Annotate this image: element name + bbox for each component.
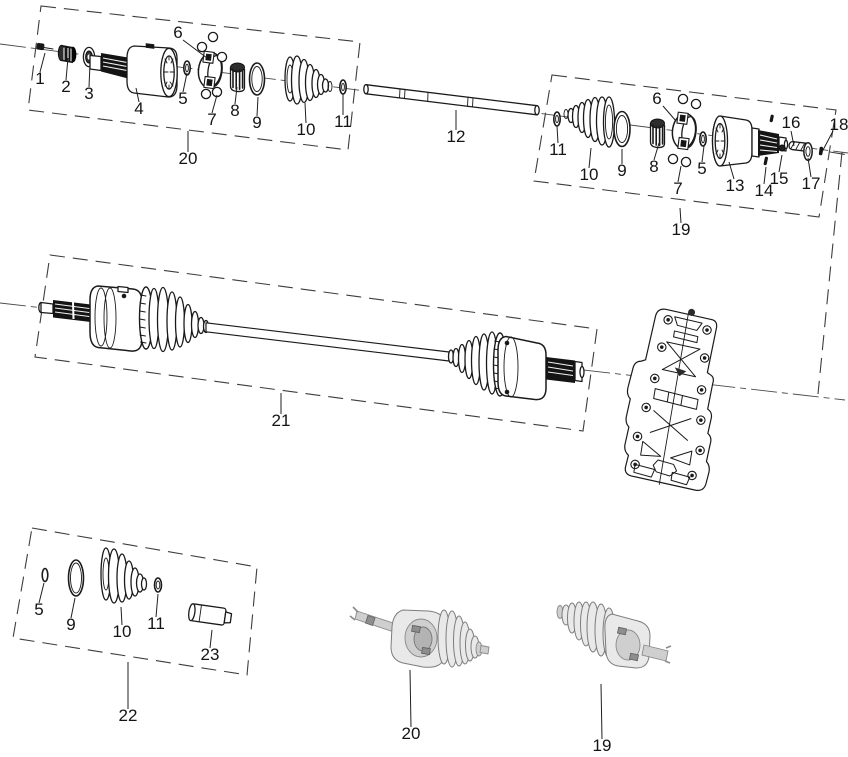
part-label-17: 17 xyxy=(802,174,821,193)
part-2-nut xyxy=(57,44,77,64)
part-label-6: 6 xyxy=(173,23,182,42)
callout-leaders xyxy=(38,39,834,740)
part-label-1: 1 xyxy=(35,69,44,88)
part-7r-balls xyxy=(667,93,702,168)
part-11-clamp-ring xyxy=(338,79,347,95)
assembled-label-20: 20 xyxy=(402,724,421,743)
part-label-11k: 11 xyxy=(147,614,165,633)
part-label-6r: 6 xyxy=(652,89,661,108)
part-label-9r: 9 xyxy=(617,161,626,180)
part-label-7: 7 xyxy=(207,110,216,129)
group-box-22 xyxy=(12,527,258,676)
group-box-21 xyxy=(34,254,598,432)
part-4-outer-joint-housing xyxy=(89,43,178,98)
part-11r-clamp-ring xyxy=(552,111,561,127)
part-label-2: 2 xyxy=(61,77,70,96)
part-5r-ring xyxy=(698,131,707,147)
part-10-boot xyxy=(284,55,333,105)
part-label-23: 23 xyxy=(201,645,220,664)
group-label-22: 22 xyxy=(119,706,138,725)
part-label-10r: 10 xyxy=(580,165,599,184)
part-17-washer xyxy=(803,141,813,162)
part-10k-boot xyxy=(100,547,148,604)
part-8-inner-race xyxy=(229,62,246,93)
assembled-inner-joint xyxy=(556,601,672,669)
part-label-8: 8 xyxy=(230,101,239,120)
part-label-12: 12 xyxy=(447,127,466,146)
part-label-5k: 5 xyxy=(34,600,43,619)
group-box-20 xyxy=(27,5,361,151)
part-5k-ring xyxy=(41,567,49,583)
group-label-20: 20 xyxy=(179,149,198,168)
part-label-18: 18 xyxy=(830,115,848,134)
part-9r-circlip xyxy=(613,110,631,148)
assembled-outer-joint xyxy=(349,606,490,668)
part-6-cage xyxy=(197,50,223,90)
part-label-11r: 11 xyxy=(549,140,567,159)
part-21-axle-assembly xyxy=(38,285,585,401)
part-label-13: 13 xyxy=(726,176,745,195)
part-1-pin xyxy=(36,43,54,51)
part-label-5r: 5 xyxy=(697,159,706,178)
assembled-label-19: 19 xyxy=(593,736,612,755)
part-12-drive-shaft xyxy=(363,83,540,116)
gearbox-mount-plate xyxy=(624,308,718,492)
part-15-ball xyxy=(778,144,786,152)
part-9-circlip xyxy=(248,62,266,96)
part-label-5: 5 xyxy=(178,89,187,108)
part-label-3: 3 xyxy=(84,84,93,103)
part-label-11: 11 xyxy=(334,112,352,131)
part-8r-inner-race xyxy=(649,118,666,149)
group-box-right-partial xyxy=(817,151,848,395)
plate-bolt-holes xyxy=(630,315,712,481)
part-label-10: 10 xyxy=(297,120,316,139)
part-6r-cage xyxy=(671,111,697,151)
part-label-10k: 10 xyxy=(113,622,132,641)
part-11k-clamp-ring xyxy=(153,577,163,593)
group-label-19: 19 xyxy=(672,220,691,239)
callout-labels: 1 2 3 4 5 6 7 8 9 10 11 20 12 11 10 9 8 … xyxy=(34,23,848,755)
part-label-16: 16 xyxy=(782,113,801,132)
part-label-9: 9 xyxy=(252,113,261,132)
part-10r-boot xyxy=(563,96,616,148)
part-label-4: 4 xyxy=(134,99,143,118)
part-label-7r: 7 xyxy=(673,179,682,198)
part-label-15: 15 xyxy=(770,169,789,188)
part-23-grease-pack xyxy=(188,603,233,626)
part-9k-circlip xyxy=(67,559,85,597)
part-14-pins xyxy=(763,114,774,166)
group-box-19 xyxy=(533,74,837,218)
part-label-8r: 8 xyxy=(649,157,658,176)
part-label-14: 14 xyxy=(755,181,774,200)
part-13-inner-joint-housing xyxy=(711,115,789,167)
part-label-21: 21 xyxy=(272,411,291,430)
part-label-9k: 9 xyxy=(66,615,75,634)
part-7-balls xyxy=(196,31,228,100)
part-5-ring xyxy=(183,60,192,76)
